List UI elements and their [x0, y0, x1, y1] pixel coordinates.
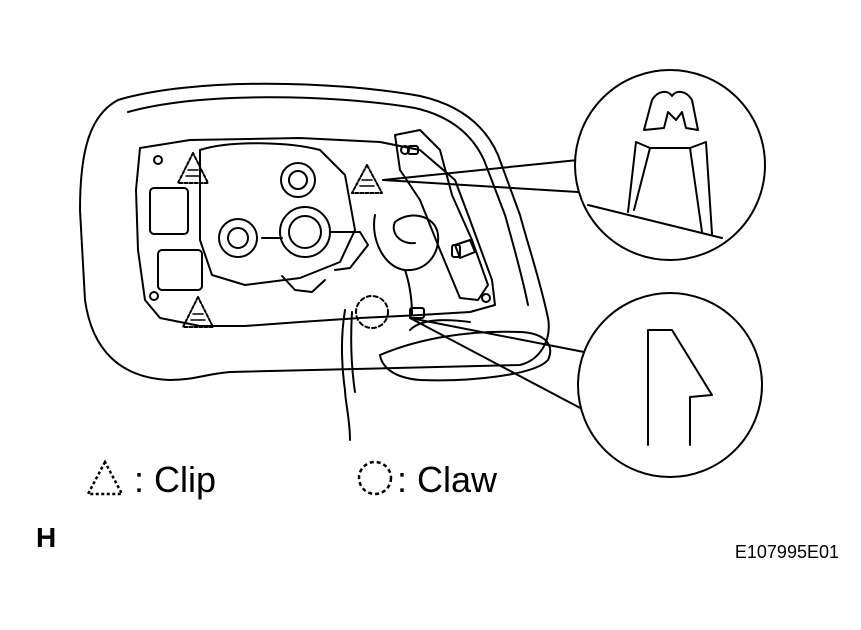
center-gear-outer — [279, 206, 331, 258]
clip-detail-shank — [627, 141, 713, 235]
mirror-mount-base — [379, 330, 552, 382]
clip-detail-panel — [587, 204, 723, 239]
cable — [340, 309, 356, 393]
left-pocket-lower — [157, 249, 203, 291]
cable-lower — [344, 389, 351, 441]
bracket-slot-1 — [407, 145, 419, 155]
claw-detail-shape — [647, 329, 713, 446]
claw-leader-line-upper — [409, 317, 585, 353]
clip-triangle-lower-left — [182, 296, 214, 328]
actuator-body — [199, 142, 356, 286]
wire-lead — [404, 269, 413, 316]
actuator-lever — [281, 275, 326, 293]
center-gear-inner — [288, 215, 322, 249]
claw-leader-line-lower — [409, 317, 585, 411]
screw-hole-4 — [481, 293, 491, 303]
screw-hole-1 — [153, 155, 163, 165]
pivot-lower-inner — [227, 227, 249, 249]
clip-detail-callout — [574, 69, 766, 261]
connector-body — [454, 239, 476, 259]
mirror-mount-stem — [409, 319, 471, 331]
pivot-upper-outer — [280, 162, 316, 198]
clip-triangle-upper-right — [351, 164, 383, 194]
left-pocket-upper — [149, 187, 189, 235]
claw-legend-label: : Claw — [397, 459, 498, 500]
clip-triangle-upper-left — [177, 152, 209, 184]
clip-legend-label: : Clip — [134, 459, 217, 500]
mirror-housing-inner-edge — [127, 96, 529, 306]
claw-circle-marker — [355, 295, 389, 329]
right-arm-bracket — [394, 129, 489, 301]
inner-bracket — [135, 137, 496, 327]
pivot-upper-inner — [288, 170, 308, 190]
wire-harness — [373, 214, 440, 272]
pivot-lower-outer — [218, 218, 258, 258]
clip-detail-head — [643, 90, 699, 131]
corner-letter: H — [36, 522, 57, 553]
mirror-housing-outline — [79, 82, 550, 381]
claw-detail-callout — [577, 292, 763, 478]
actuator-arm — [261, 231, 369, 271]
dashed-circle-icon — [357, 460, 393, 496]
connector-small — [409, 307, 425, 319]
dashed-triangle-icon — [85, 459, 125, 496]
screw-hole-2 — [149, 291, 159, 301]
figure-code: E107995E01 — [734, 542, 839, 562]
clip-leader-line-upper — [382, 159, 579, 181]
clip-leader-line-lower — [382, 179, 579, 193]
